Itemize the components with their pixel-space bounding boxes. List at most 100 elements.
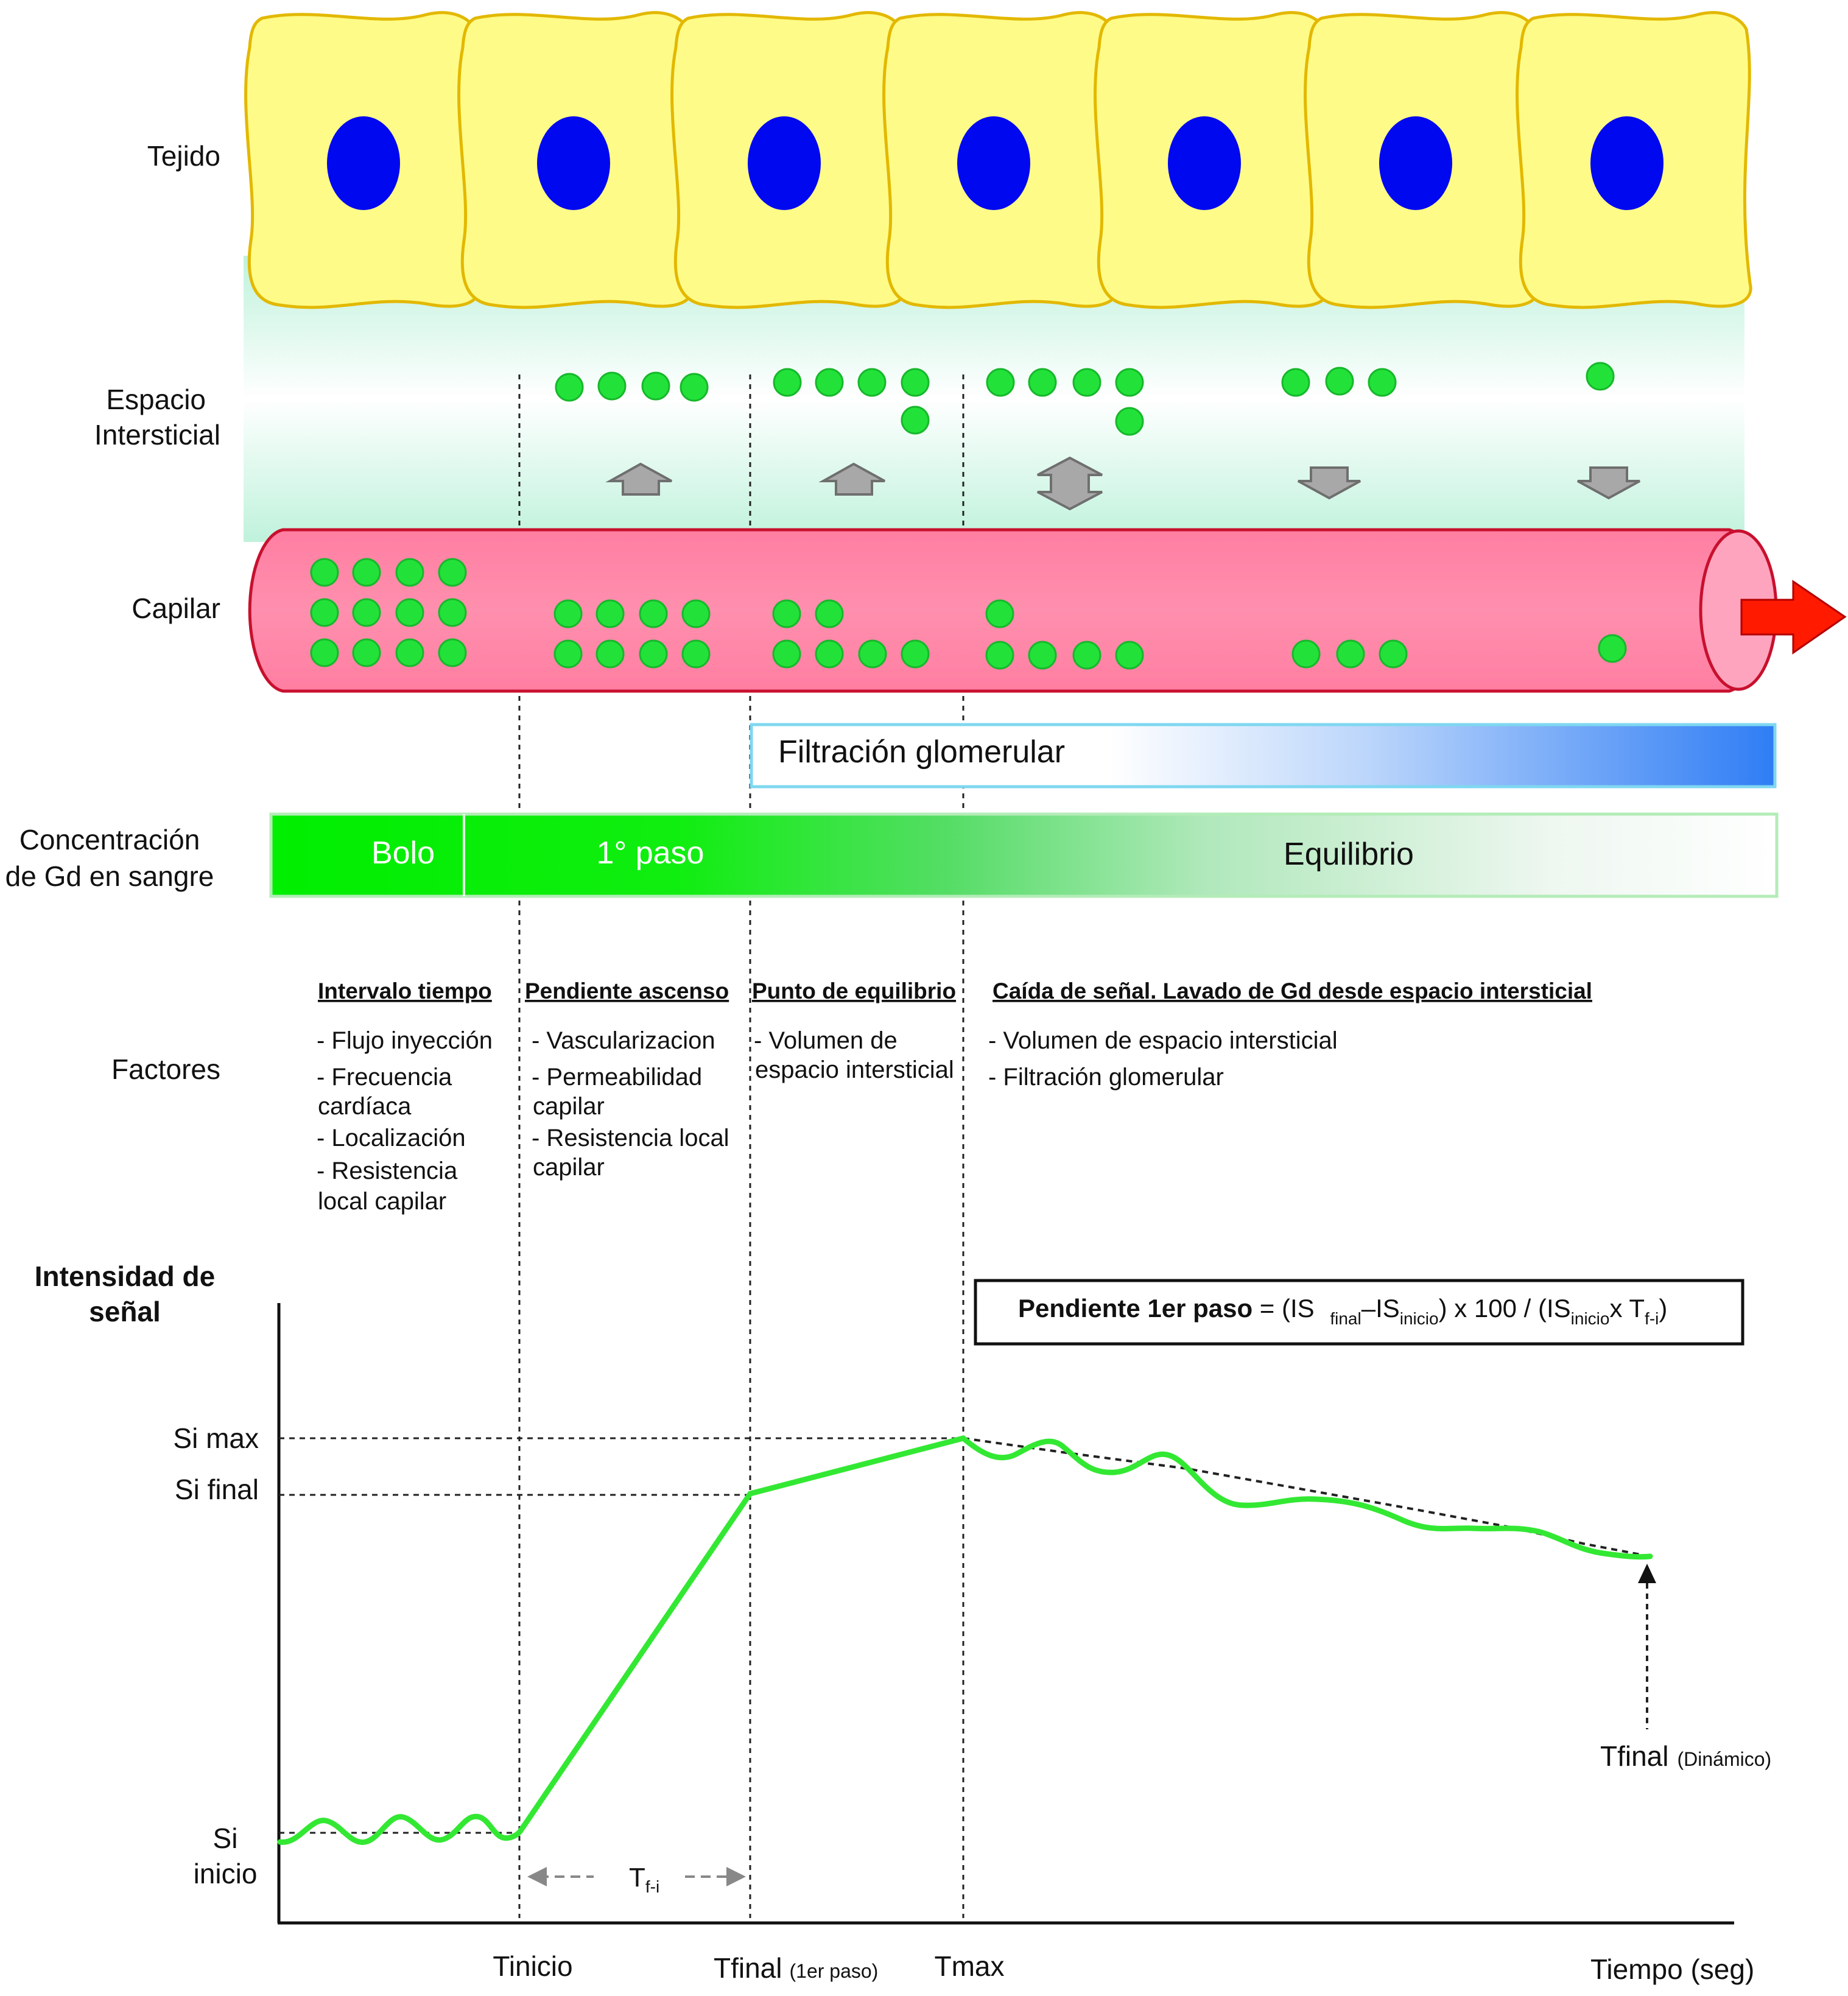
gd-particle — [1072, 368, 1101, 397]
gd-particle — [596, 599, 625, 628]
cell-nucleus — [1379, 116, 1452, 210]
t-final-dynamic-main: Tfinal — [1600, 1740, 1668, 1772]
gd-particle — [1325, 367, 1354, 396]
gd-particle — [1115, 407, 1144, 436]
interval-main: T — [629, 1863, 645, 1892]
factor-line: - Resistencia local — [532, 1125, 729, 1151]
down-arrow-icon — [1298, 466, 1361, 500]
first-pass-label: 1° paso — [597, 835, 704, 871]
gd-particle — [773, 368, 802, 397]
trend-line — [963, 1437, 1651, 1558]
y-axis-title-2: señal — [89, 1296, 161, 1327]
gd-particle — [985, 599, 1014, 628]
gd-particle — [553, 639, 583, 669]
formula-frame — [974, 1279, 1744, 1346]
si-max-label: Si max — [173, 1422, 259, 1454]
factor-column-2: Pendiente ascenso - Vascularizacion - Pe… — [525, 979, 729, 1181]
cell-nucleus — [537, 116, 610, 210]
formula-s2: inicio — [1400, 1309, 1439, 1328]
t-final-dynamic-note: (Dinámico) — [1677, 1748, 1771, 1770]
factor-line: - Frecuencia — [317, 1064, 452, 1091]
gd-particle — [310, 558, 339, 587]
gd-particle — [352, 558, 381, 587]
t-final-note: (1er paso) — [789, 1960, 878, 1982]
left-arrow-icon — [527, 1867, 547, 1886]
gd-particle — [555, 373, 584, 402]
factor-line: espacio intersticial — [755, 1056, 954, 1083]
factor-line: - Vascularizacion — [532, 1027, 715, 1054]
t-final-main: Tfinal — [714, 1952, 782, 1984]
row-label-concentration-1: Concentración — [19, 824, 200, 856]
factor-column-3: Punto de equilibrio - Volumen de espacio… — [752, 979, 956, 1083]
gd-particle — [596, 639, 625, 669]
cell-nucleus — [1590, 116, 1664, 210]
gd-particle — [1028, 641, 1057, 670]
exchange-arrows — [605, 456, 1640, 511]
right-arrow-icon — [1740, 580, 1847, 655]
gd-particle — [438, 638, 467, 667]
down-arrow-icon — [1577, 466, 1640, 500]
gd-particle — [815, 639, 844, 669]
gd-particle — [1368, 368, 1397, 397]
gd-particle — [1072, 641, 1101, 670]
factor-line: - Flujo inyección — [317, 1027, 493, 1054]
factor-line: cardíaca — [318, 1093, 412, 1120]
formula-text: Pendiente 1er paso = (IS final–ISinicio)… — [1018, 1294, 1667, 1328]
gd-particle — [985, 641, 1014, 670]
gd-particle — [1291, 639, 1321, 669]
factor-line: - Filtración glomerular — [988, 1064, 1224, 1091]
gd-particle — [553, 599, 583, 628]
gd-particle — [815, 368, 844, 397]
gd-particles — [310, 362, 1627, 670]
formula-p4: x T — [1609, 1294, 1645, 1323]
factor-line: local capilar — [318, 1188, 446, 1215]
gd-particle — [680, 373, 709, 402]
up-arrow-icon — [818, 462, 885, 496]
factor-line: - Localización — [317, 1125, 466, 1151]
si-inicio-label-2: inicio — [194, 1858, 258, 1889]
signal-graph: Intensidad de señal Si max Si final Si i… — [35, 1260, 1771, 1985]
gd-particle — [681, 639, 711, 669]
formula-p2: –IS — [1361, 1294, 1400, 1323]
gd-particle — [857, 368, 887, 397]
gd-particle — [772, 599, 801, 628]
factor-column-4: Caída de señal. Lavado de Gd desde espac… — [988, 979, 1592, 1091]
gd-particle — [597, 371, 627, 401]
tissue-cells — [244, 11, 1752, 309]
gd-particle — [1115, 641, 1144, 670]
gd-particle — [395, 598, 424, 627]
filtration-label: Filtración glomerular — [778, 734, 1065, 770]
factor-line: - Permeabilidad — [532, 1064, 702, 1091]
gd-particle — [639, 599, 668, 628]
gd-particle — [901, 639, 930, 669]
gd-particle — [1598, 634, 1627, 663]
cell-nucleus — [957, 116, 1030, 210]
factor-line: capilar — [533, 1154, 605, 1181]
time-axis-label: Tiempo (seg) — [1590, 1953, 1754, 1985]
si-final-label: Si final — [175, 1474, 259, 1505]
formula-p5: ) — [1659, 1294, 1667, 1323]
signal-curve — [277, 1435, 1653, 1845]
gd-particle — [1028, 368, 1057, 397]
gd-particle — [639, 639, 668, 669]
gd-particle — [815, 599, 844, 628]
cell-nucleus — [1168, 116, 1241, 210]
gd-particle — [901, 406, 930, 435]
equilibrium-label: Equilibrio — [1284, 837, 1414, 872]
row-label-interstitial-1: Espacio — [106, 384, 206, 415]
factor-line: - Volumen de espacio intersticial — [988, 1027, 1338, 1054]
formula-p1: = (IS — [1252, 1294, 1321, 1323]
factor-line: capilar — [533, 1093, 605, 1120]
gd-particle — [1379, 639, 1408, 669]
cell-nucleus — [327, 116, 400, 210]
formula-s1: final — [1330, 1309, 1361, 1328]
gd-particle — [438, 558, 467, 587]
factor-line: - Resistencia — [317, 1158, 458, 1184]
gd-particle — [1586, 362, 1615, 391]
y-axis-title-1: Intensidad de — [35, 1260, 215, 1292]
concentration-bar — [269, 812, 1779, 898]
up-arrow-icon — [1638, 1564, 1656, 1583]
gd-particle — [352, 598, 381, 627]
factor-header: Intervalo tiempo — [318, 979, 492, 1003]
t-final-label: Tfinal (1er paso) — [714, 1952, 878, 1984]
